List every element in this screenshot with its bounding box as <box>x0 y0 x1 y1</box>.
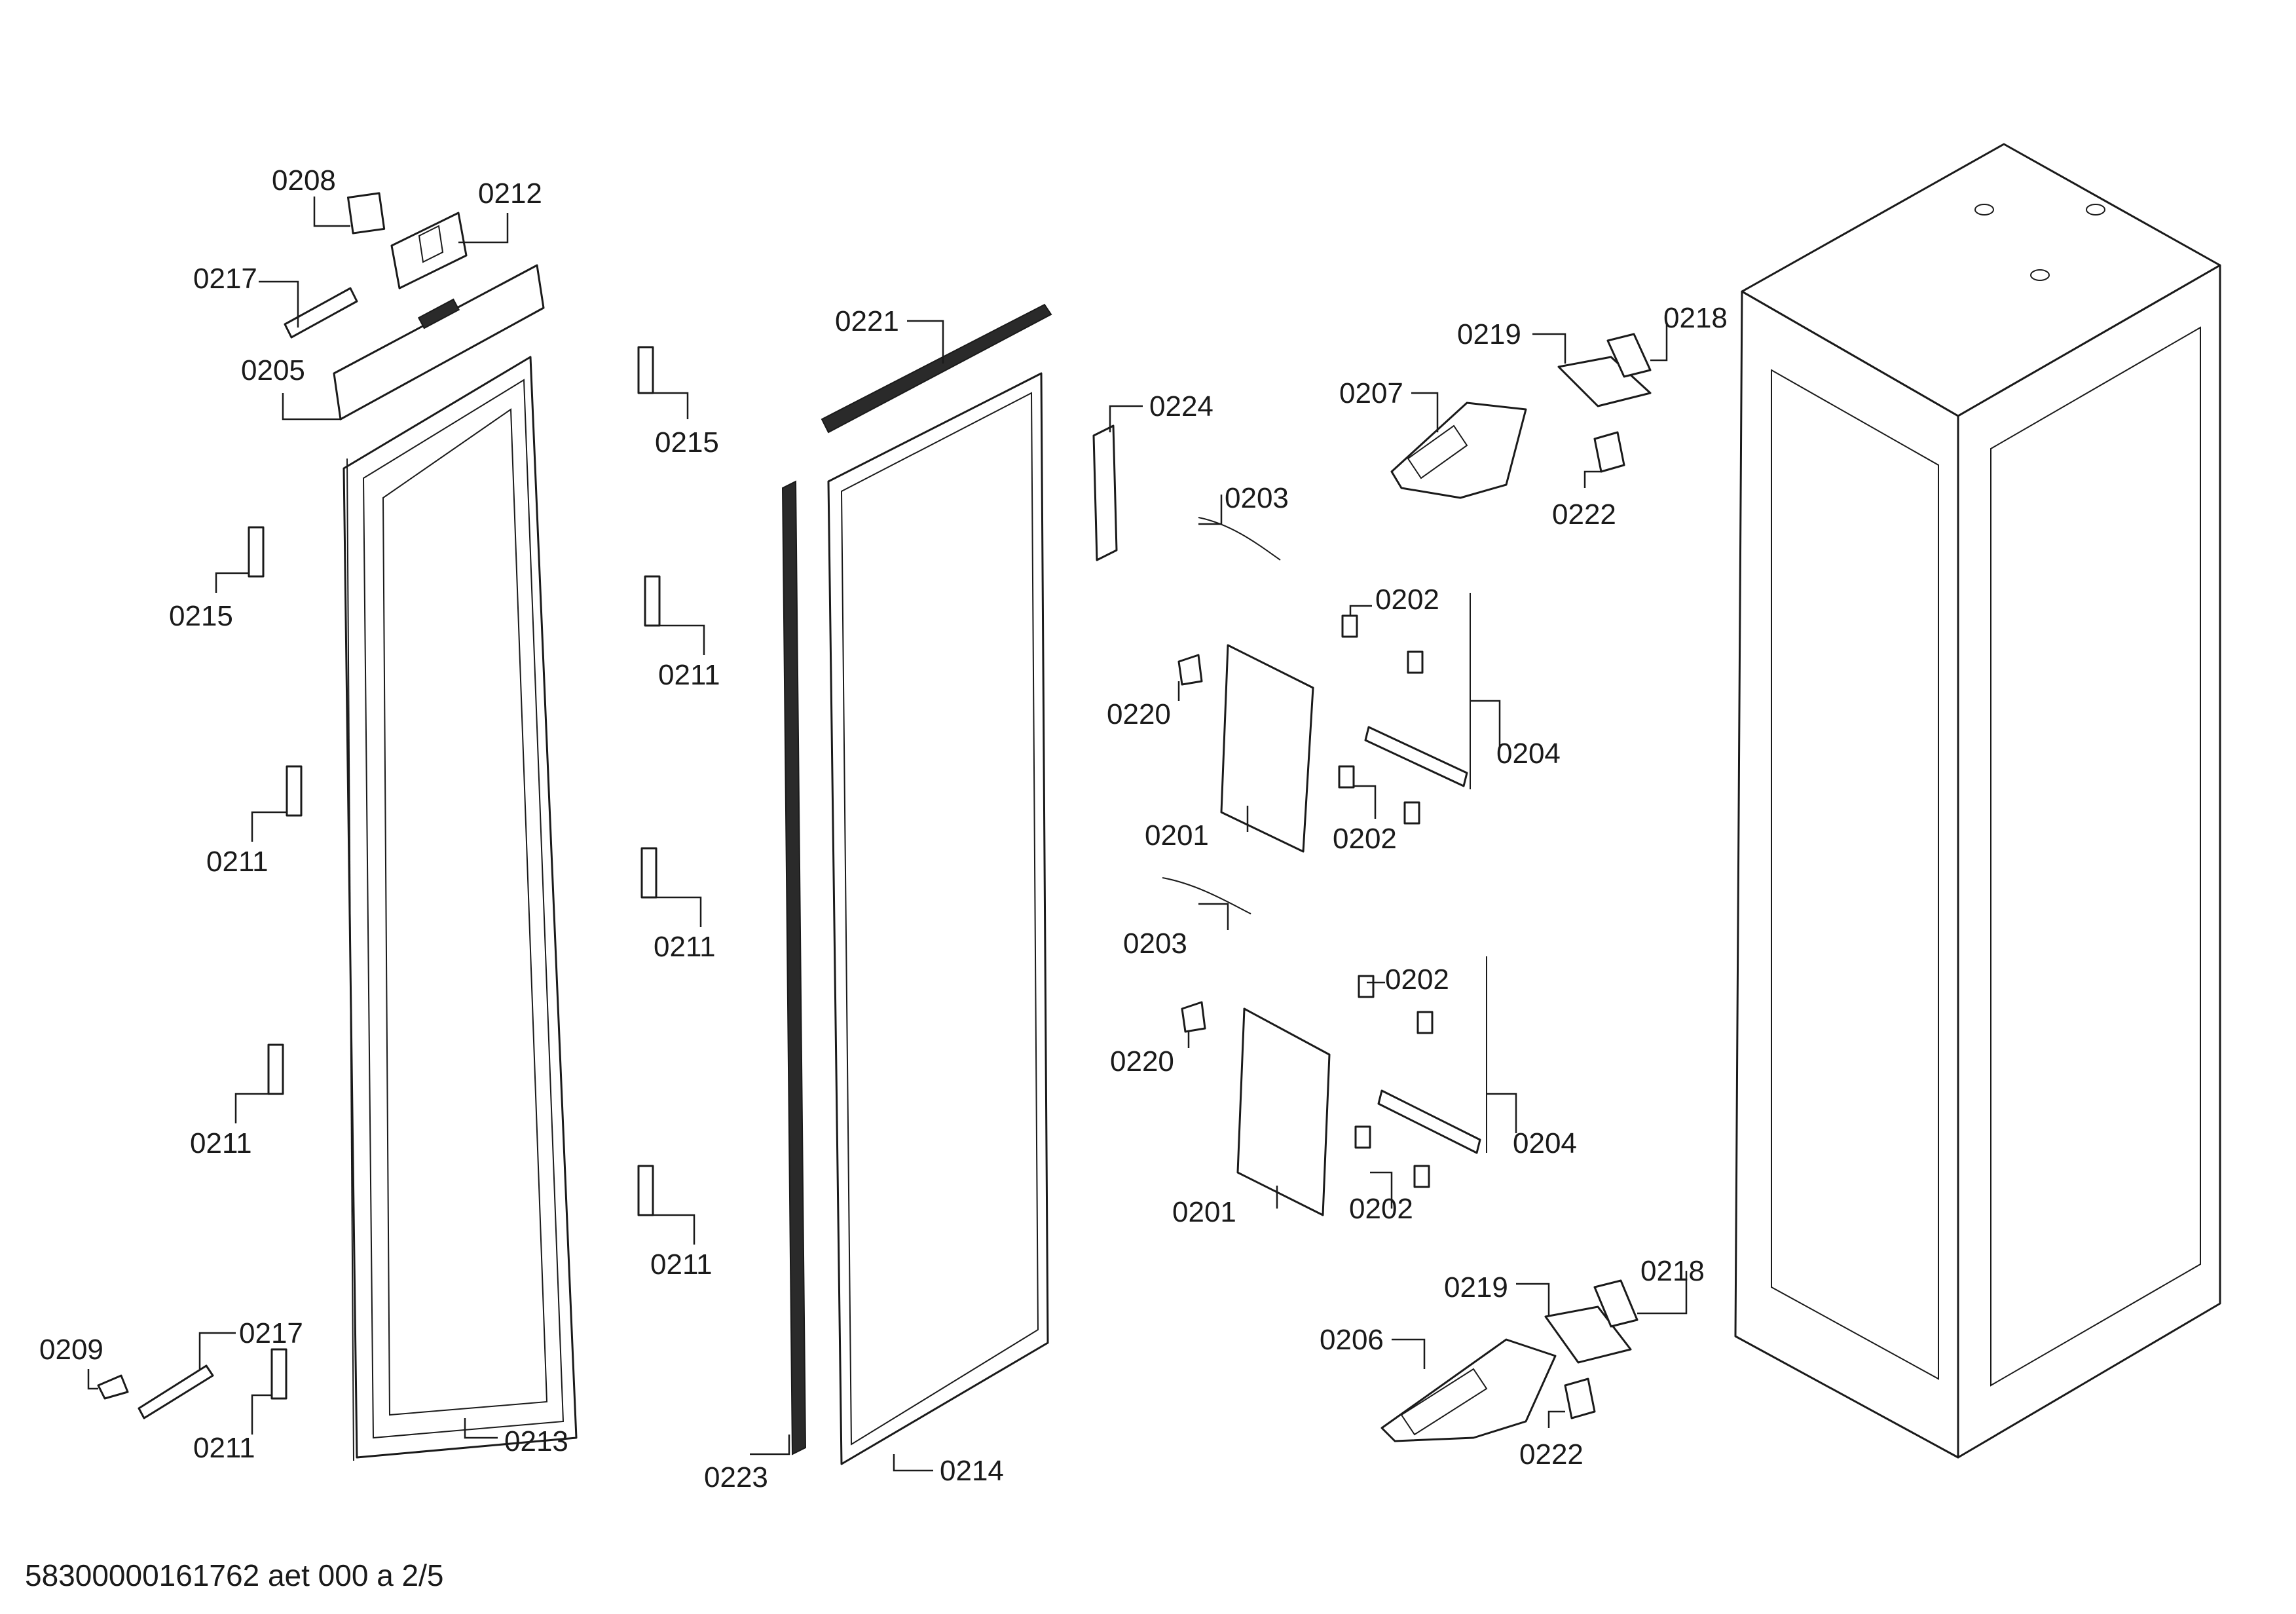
part-label-0203: 0203 <box>1123 928 1187 960</box>
part-label-0207: 0207 <box>1339 377 1403 409</box>
rail-0204-bottom <box>1377 956 1487 1154</box>
top-seal-0221 <box>821 303 1052 434</box>
part-label-0211: 0211 <box>650 1248 713 1281</box>
clip-0202-8 <box>1413 1165 1430 1188</box>
angle-0218-bottom <box>1593 1279 1639 1328</box>
part-label-0203: 0203 <box>1225 482 1289 514</box>
seal-strip-0223 <box>781 480 807 1455</box>
part-label-0222: 0222 <box>1552 498 1616 531</box>
part-label-0218: 0218 <box>1640 1255 1705 1287</box>
part-label-0202: 0202 <box>1375 584 1439 616</box>
part-label-0224: 0224 <box>1149 390 1213 422</box>
bracket-0211-mid-2 <box>640 847 657 899</box>
door-panel-0213 <box>343 356 578 1461</box>
cabinet-housing <box>1734 143 2221 1459</box>
clip-0202-7 <box>1354 1125 1371 1149</box>
hinge-0206 <box>1380 1338 1557 1442</box>
part-label-0211: 0211 <box>654 931 716 963</box>
control-board-0201-top <box>1220 644 1314 853</box>
bracket-0211-mid-1 <box>644 575 661 627</box>
cover-cap-0212 <box>390 212 468 290</box>
clip-0202-6 <box>1416 1011 1434 1034</box>
bracket-0211-mid-3 <box>637 1165 654 1216</box>
part-label-0218: 0218 <box>1663 302 1728 334</box>
clip-0202-1 <box>1341 614 1358 638</box>
spacer-block-0208 <box>346 192 386 235</box>
part-label-0219: 0219 <box>1457 318 1521 350</box>
part-label-0217: 0217 <box>239 1317 303 1349</box>
hinge-bracket-0205 <box>333 264 545 421</box>
cable-0203-bottom <box>1162 877 1251 914</box>
channel-0224 <box>1092 424 1118 561</box>
part-label-0212: 0212 <box>478 178 542 210</box>
part-label-0211: 0211 <box>193 1432 255 1464</box>
clip-0220-bottom <box>1181 1001 1206 1033</box>
part-label-0219: 0219 <box>1444 1271 1508 1304</box>
part-label-0206: 0206 <box>1320 1324 1384 1356</box>
part-label-0223: 0223 <box>704 1461 768 1493</box>
bracket-0211-left-1 <box>286 765 303 817</box>
cable-0203-top <box>1198 517 1281 561</box>
rail-0204-top <box>1364 593 1471 789</box>
part-label-0204: 0204 <box>1496 738 1561 770</box>
part-label-0211: 0211 <box>190 1127 252 1159</box>
bracket-0215-mid <box>637 346 654 394</box>
strip-0217-top <box>284 287 358 339</box>
part-label-0201: 0201 <box>1172 1196 1236 1228</box>
part-label-0217: 0217 <box>193 263 257 295</box>
leader-lines <box>87 197 1688 1472</box>
part-label-0221: 0221 <box>835 305 899 337</box>
bracket-0215-left <box>248 526 265 578</box>
part-label-0211: 0211 <box>206 846 268 878</box>
control-board-0201-bottom <box>1236 1007 1331 1216</box>
plate-0219-top <box>1557 356 1652 407</box>
clip-0202-2 <box>1407 650 1424 674</box>
clip-0202-3 <box>1338 765 1355 789</box>
plate-0222-bottom <box>1564 1378 1596 1419</box>
plate-0219-bottom <box>1544 1305 1632 1364</box>
plate-0222-top <box>1593 431 1625 473</box>
clip-0220-top <box>1177 654 1203 686</box>
part-label-0214: 0214 <box>940 1455 1004 1487</box>
part-label-0202: 0202 <box>1349 1193 1413 1225</box>
part-label-0202: 0202 <box>1333 823 1397 855</box>
bracket-0211-left-3 <box>270 1348 287 1400</box>
part-labels: 0208 0212 0217 0205 0215 0211 0211 0209 … <box>39 164 1728 1493</box>
part-label-0220: 0220 <box>1107 698 1171 730</box>
part-label-0209: 0209 <box>39 1334 103 1366</box>
clip-0209 <box>97 1374 129 1400</box>
hinge-0207 <box>1390 402 1527 499</box>
part-label-0208: 0208 <box>272 164 336 197</box>
part-label-0215: 0215 <box>169 600 233 632</box>
part-label-0202: 0202 <box>1385 964 1449 996</box>
part-label-0213: 0213 <box>504 1425 568 1457</box>
part-label-0205: 0205 <box>241 354 305 386</box>
gasket-frame-0214 <box>827 372 1049 1465</box>
clip-0202-5 <box>1358 975 1375 998</box>
part-label-0201: 0201 <box>1145 819 1209 852</box>
strip-0217-bottom <box>138 1364 214 1419</box>
part-label-0211: 0211 <box>658 659 720 691</box>
part-label-0222: 0222 <box>1519 1438 1583 1471</box>
bracket-0211-left-2 <box>267 1043 284 1095</box>
clip-0202-4 <box>1403 801 1420 825</box>
part-label-0220: 0220 <box>1110 1045 1174 1078</box>
angle-0218-top <box>1606 333 1652 378</box>
part-label-0204: 0204 <box>1513 1127 1577 1159</box>
part-label-0215: 0215 <box>655 426 719 459</box>
document-id: 58300000161762 aet 000 a 2/5 <box>25 1558 444 1592</box>
